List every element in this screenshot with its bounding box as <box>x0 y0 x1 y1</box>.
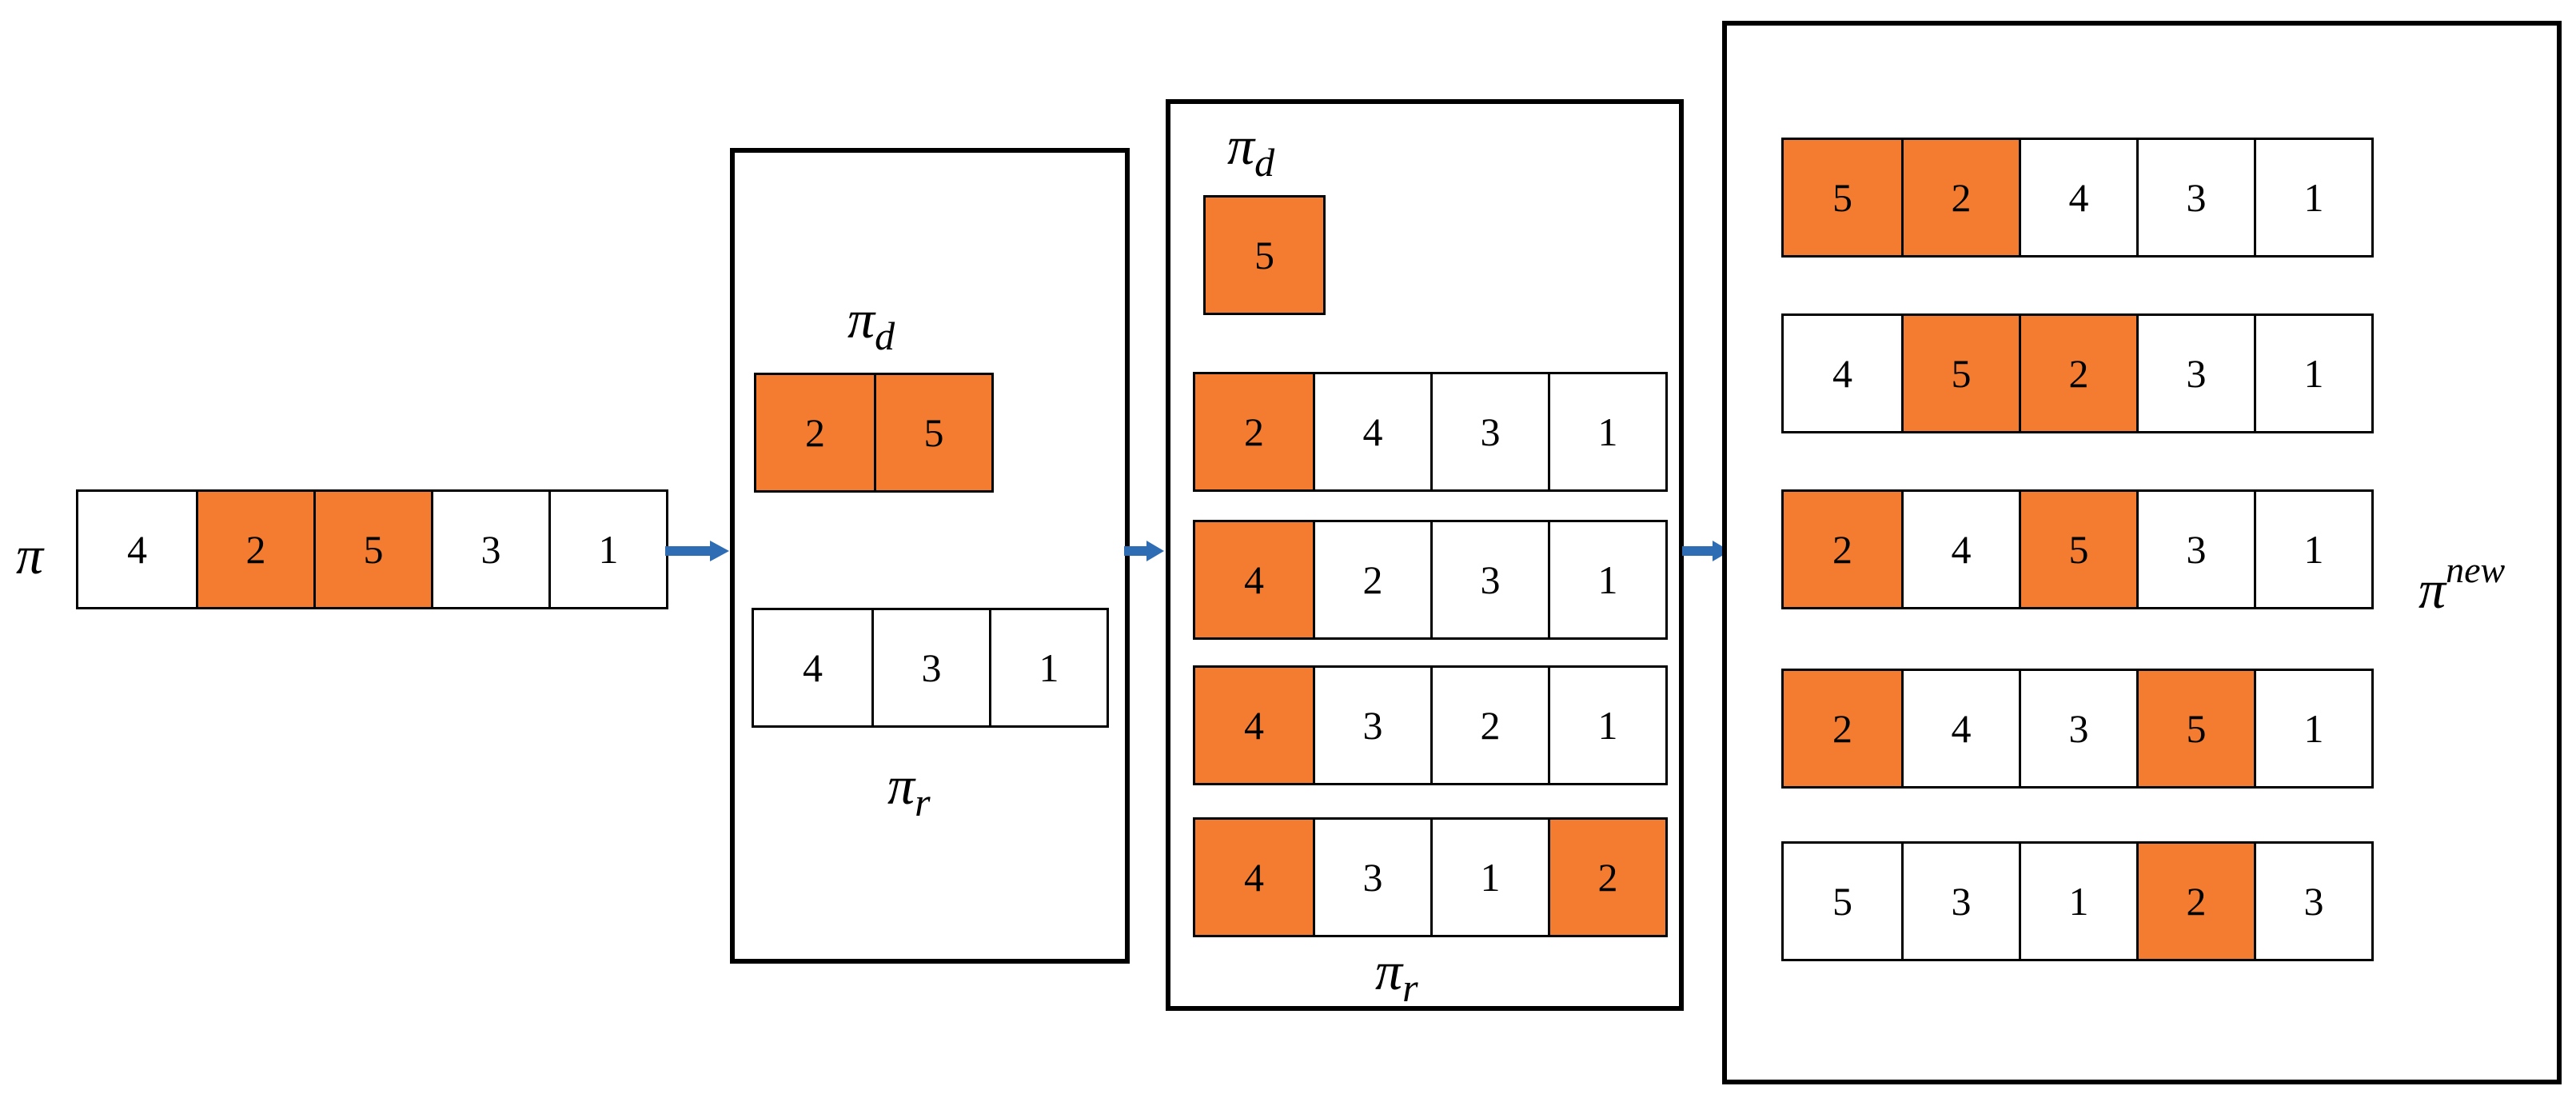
job-cell: 3 <box>431 492 548 607</box>
split-panel <box>730 148 1130 964</box>
highlighted-job-cell: 2 <box>1195 374 1313 489</box>
job-cell: 3 <box>2136 316 2254 431</box>
job-cell: 5 <box>1832 879 1852 924</box>
job-cell: 4 <box>1832 351 1852 396</box>
job-cell: 3 <box>1313 820 1430 935</box>
job-cell: 4 <box>127 527 147 572</box>
job-cell: 1 <box>2254 492 2371 607</box>
highlighted-job-cell: 2 <box>2019 316 2136 431</box>
highlighted-job-cell: 2 <box>1548 820 1665 935</box>
job-cell: 4 <box>1901 492 2019 607</box>
highlighted-job-cell: 5 <box>1784 140 1901 255</box>
arrow-right-icon <box>1124 541 1164 561</box>
highlighted-job-cell: 5 <box>313 492 431 607</box>
job-cell: 2 <box>1313 522 1430 637</box>
job-cell: 4 <box>2019 140 2136 255</box>
job-cell: 4 <box>1313 374 1430 489</box>
arrow-right-icon <box>1682 541 1730 561</box>
highlighted-job-cell: 4 <box>1195 522 1313 637</box>
job-cell: 3 <box>1901 844 2019 959</box>
highlighted-job-cell: 2 <box>2136 844 2254 959</box>
arrow-right-icon <box>665 541 729 561</box>
job-cell: 3 <box>1430 522 1548 637</box>
insertion-pi-d-label: πd <box>1227 115 1275 185</box>
highlighted-job-cell: 2 <box>756 375 874 490</box>
result-pi-new-label: πnew <box>2418 549 2506 621</box>
job-cell: 1 <box>2254 140 2371 255</box>
insertion-pi-d-row: 5 <box>1203 195 1326 315</box>
job-cell: 1 <box>1430 820 1548 935</box>
job-cell: 1 <box>2019 844 2136 959</box>
highlighted-job-cell: 5 <box>2019 492 2136 607</box>
highlighted-job-cell: 4 <box>1195 820 1313 935</box>
job-cell: 3 <box>2136 140 2254 255</box>
job-cell: 4 <box>803 645 823 690</box>
job-cell: 3 <box>1430 374 1548 489</box>
highlighted-job-cell: 2 <box>1901 140 2019 255</box>
highlighted-job-cell: 5 <box>1206 198 1323 313</box>
job-cell: 1 <box>1548 374 1665 489</box>
job-cell: 3 <box>871 610 989 725</box>
highlighted-job-cell: 4 <box>1195 668 1313 783</box>
highlighted-job-cell: 5 <box>874 375 991 490</box>
job-cell: 1 <box>548 492 666 607</box>
job-cell: 1 <box>2254 316 2371 431</box>
highlighted-job-cell: 2 <box>1784 671 1901 786</box>
split-pi-r-label: πr <box>887 755 931 825</box>
insertion-pi-r-label: πr <box>1375 940 1418 1010</box>
job-cell: 1 <box>2254 671 2371 786</box>
job-cell: 3 <box>2254 844 2371 959</box>
job-cell: 3 <box>1313 668 1430 783</box>
highlighted-job-cell: 5 <box>2136 671 2254 786</box>
split-pi-d-label: πd <box>847 289 895 358</box>
job-cell: 3 <box>2019 671 2136 786</box>
highlighted-job-cell: 5 <box>1901 316 2019 431</box>
job-cell: 3 <box>2136 492 2254 607</box>
job-cell: 1 <box>989 610 1107 725</box>
job-cell: 4 <box>1901 671 2019 786</box>
input-pi-base: π <box>16 525 44 585</box>
highlighted-job-cell: 2 <box>196 492 313 607</box>
job-cell: 1 <box>1548 522 1665 637</box>
job-cell: 1 <box>1548 668 1665 783</box>
job-cell: 2 <box>1430 668 1548 783</box>
highlighted-job-cell: 2 <box>1784 492 1901 607</box>
input-pi-label: π <box>16 528 43 582</box>
